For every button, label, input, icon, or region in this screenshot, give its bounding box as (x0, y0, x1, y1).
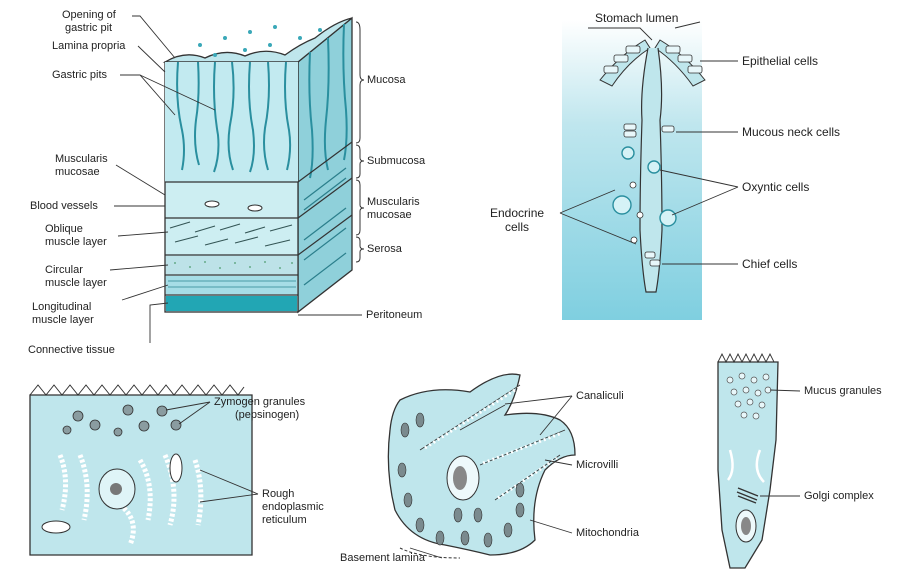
label-submucosa: Submucosa (367, 155, 425, 168)
label-endoplasmic: endoplasmic (262, 501, 324, 514)
label-oblique: Oblique (45, 223, 83, 236)
label-lamina-propria: Lamina propria (52, 40, 125, 53)
label-circular: Circular (45, 264, 83, 277)
label-connective-tissue: Connective tissue (28, 344, 115, 357)
label-stomach-lumen: Stomach lumen (595, 12, 678, 25)
label-circular-muscle-layer: muscle layer (45, 277, 107, 290)
label-reticulum: reticulum (262, 514, 307, 527)
label-muscularis-1: Muscularis (55, 153, 108, 166)
label-zymogen-granules: Zymogen granules (214, 396, 305, 409)
label-rough: Rough (262, 488, 294, 501)
mucous-cell (718, 354, 800, 568)
label-epithelial-cells: Epithelial cells (742, 55, 818, 68)
label-oblique-muscle-layer: muscle layer (45, 236, 107, 249)
label-gastric-pit: gastric pit (65, 22, 112, 35)
label-mucosae-1: mucosae (55, 166, 100, 179)
stomach-wall-block (110, 16, 364, 343)
label-golgi-complex: Golgi complex (804, 490, 874, 503)
label-canaliculi: Canaliculi (576, 390, 624, 403)
label-mucosa: Mucosa (367, 74, 406, 87)
label-longitudinal-muscle-layer: muscle layer (32, 314, 94, 327)
label-endocrine: Endocrine (490, 207, 544, 220)
label-endocrine-cells: cells (505, 221, 529, 234)
label-peritoneum: Peritoneum (366, 309, 422, 322)
label-longitudinal: Longitudinal (32, 301, 91, 314)
label-muscularis-2: Muscularis (367, 196, 420, 209)
parietal-cell (388, 374, 575, 558)
label-oxyntic-cells: Oxyntic cells (742, 181, 809, 194)
label-opening-of: Opening of (62, 9, 116, 22)
label-serosa: Serosa (367, 243, 402, 256)
label-pepsinogen: (pepsinogen) (235, 409, 299, 422)
label-basement-lamina: Basement lamina (340, 552, 425, 565)
label-mucous-neck-cells: Mucous neck cells (742, 126, 840, 139)
label-mitochondria: Mitochondria (576, 527, 639, 540)
chief-cell (30, 385, 258, 555)
label-chief-cells: Chief cells (742, 258, 797, 271)
gastric-gland (560, 20, 738, 320)
label-mucosae-2: mucosae (367, 209, 412, 222)
label-gastric-pits: Gastric pits (52, 69, 107, 82)
label-blood-vessels: Blood vessels (30, 200, 98, 213)
label-mucus-granules: Mucus granules (804, 385, 882, 398)
label-microvilli: Microvilli (576, 459, 618, 472)
